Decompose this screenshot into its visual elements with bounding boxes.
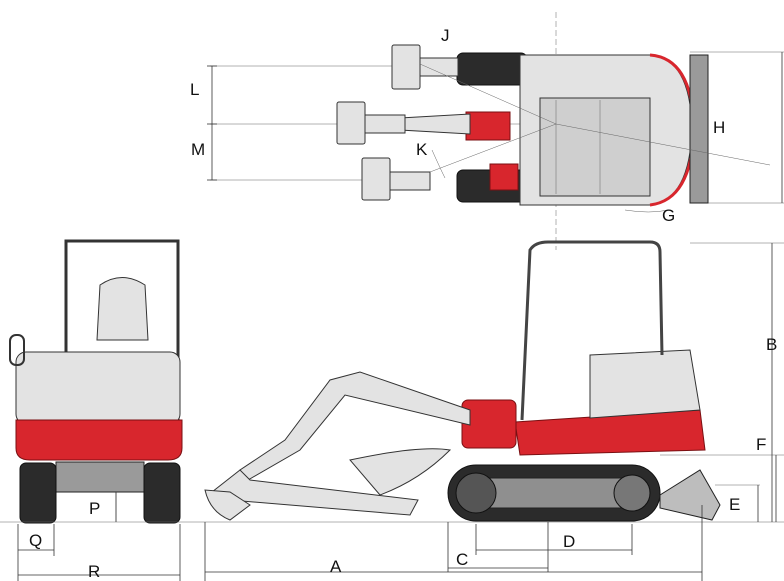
label-d: D <box>563 532 575 551</box>
label-c: C <box>456 550 468 569</box>
side-view <box>204 240 784 581</box>
side-blade <box>659 469 721 521</box>
bucket-top-upper <box>391 44 459 90</box>
cab-top <box>539 97 651 197</box>
rear-mirror <box>9 334 25 366</box>
side-engine-hood <box>589 349 701 419</box>
label-h: H <box>713 118 725 137</box>
rear-seat <box>96 277 149 341</box>
label-p: P <box>89 499 100 518</box>
blade-top <box>689 54 709 204</box>
rear-track-left <box>19 462 57 524</box>
boom-cylinder-top <box>489 163 519 191</box>
label-f: F <box>756 435 766 454</box>
idler-wheel <box>613 474 651 512</box>
rear-undercarriage <box>55 461 145 493</box>
label-k: K <box>416 140 428 159</box>
boom-top <box>399 113 471 135</box>
side-swing-bracket <box>461 399 517 449</box>
side-bucket <box>204 489 251 521</box>
drive-sprocket <box>455 472 497 514</box>
label-l: L <box>190 80 199 99</box>
swing-bracket-top <box>465 111 511 141</box>
bucket-top-center <box>336 101 406 145</box>
label-j: J <box>441 26 450 45</box>
label-b: B <box>766 335 777 354</box>
label-m: M <box>191 140 205 159</box>
label-a: A <box>330 557 342 576</box>
label-e: E <box>729 495 740 514</box>
bucket-top-lower <box>361 157 431 201</box>
side-spare-bucket <box>349 448 452 496</box>
rear-view <box>0 239 784 581</box>
label-q: Q <box>29 531 42 550</box>
rear-upper-body <box>15 351 181 425</box>
side-cab-canopy <box>520 240 664 421</box>
top-view <box>207 12 784 250</box>
track-left-top <box>456 52 528 86</box>
label-g: G <box>662 206 675 225</box>
rear-track-right <box>143 462 181 524</box>
rear-counterweight <box>15 419 183 461</box>
label-r: R <box>88 562 100 581</box>
